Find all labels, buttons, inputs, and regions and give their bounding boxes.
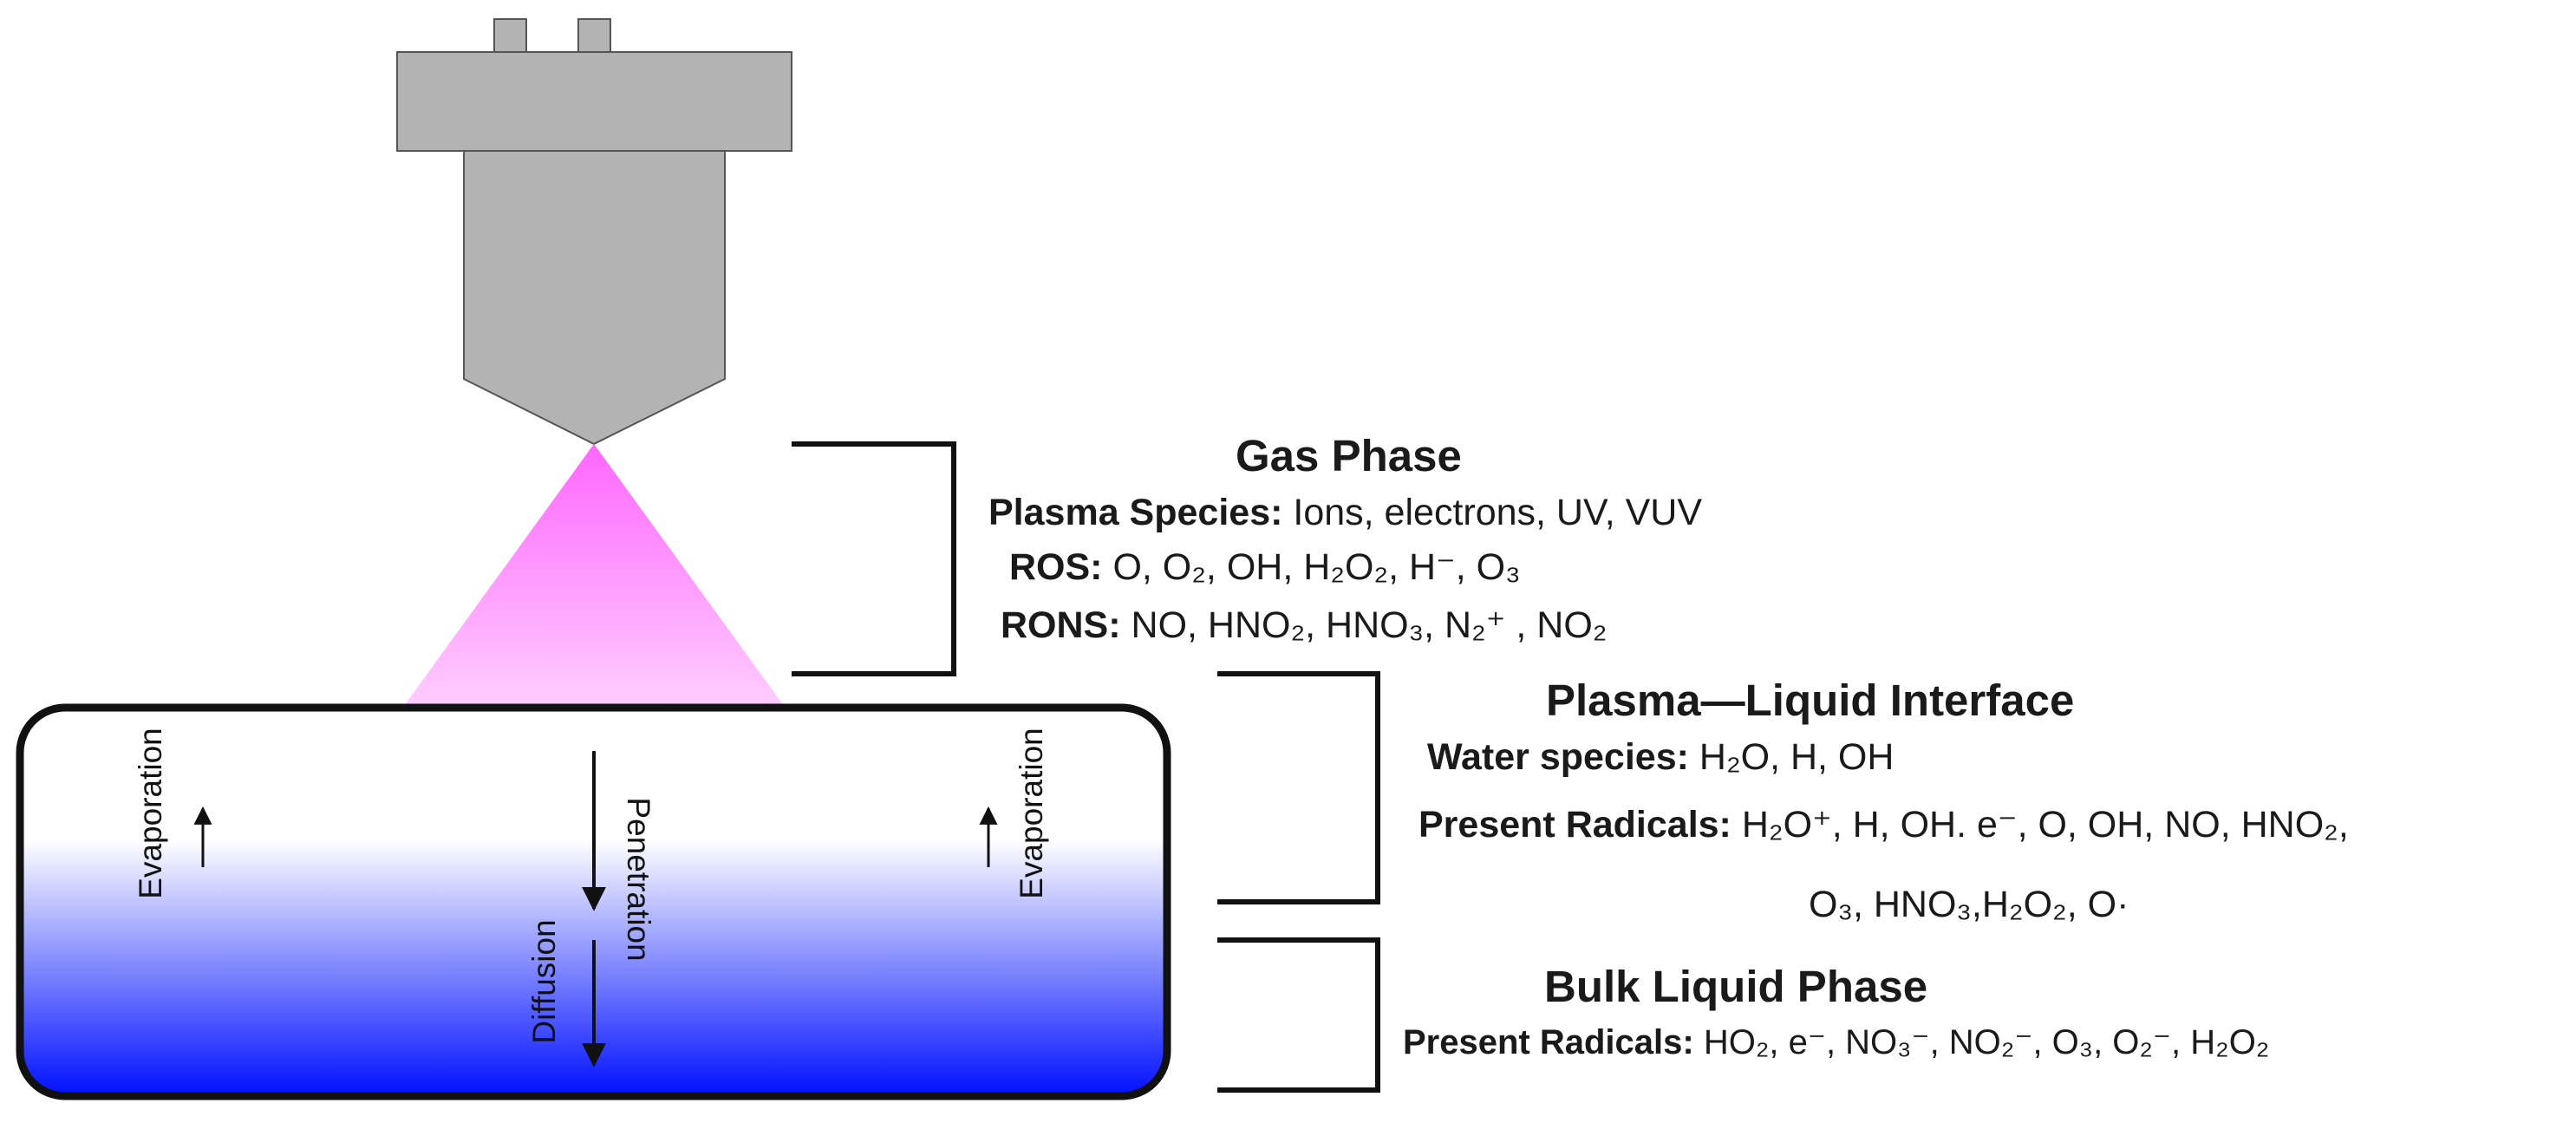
bulk-title: Bulk Liquid Phase xyxy=(1544,962,1928,1011)
interface-radicals-label: Present Radicals: xyxy=(1418,804,1731,846)
bulk-bracket xyxy=(1217,937,1380,1093)
gas-plasma-species-value: Ions, electrons, UV, VUV xyxy=(1293,492,1703,533)
gas-phase-title: Gas Phase xyxy=(1236,431,1462,480)
penetration-label: Penetration xyxy=(621,797,656,961)
gas-ros-value: O, O₂, OH, H₂O₂, H⁻, O₃ xyxy=(1112,546,1521,588)
interface-radicals-value: H₂O⁺, H, OH. e⁻, O, OH, NO, HNO₂, xyxy=(1741,804,2349,846)
gas-plasma-species-label: Plasma Species: xyxy=(988,492,1283,533)
bulk-radicals-label: Present Radicals: xyxy=(1403,1023,1694,1061)
gas-ros-label: ROS: xyxy=(1009,546,1103,588)
evaporation-label-left: Evaporation xyxy=(133,728,168,898)
nozzle-body xyxy=(463,150,726,446)
gas-phase-bracket xyxy=(792,441,956,676)
nozzle-pin-left xyxy=(493,18,527,55)
diffusion-label: Diffusion xyxy=(526,919,562,1043)
plasma-nozzle xyxy=(396,18,792,446)
interface-radicals-line: Present Radicals: H₂O⁺, H, OH. e⁻, O, OH… xyxy=(1418,806,2349,844)
interface-water-value: H₂O, H, OH xyxy=(1699,736,1895,778)
gas-rons-line: RONS: NO, HNO₂, HNO₃, N₂⁺ , NO₂ xyxy=(1001,607,1607,644)
gas-ros-line: ROS: O, O₂, OH, H₂O₂, H⁻, O₃ xyxy=(1009,549,1521,586)
interface-water-label: Water species: xyxy=(1427,736,1689,778)
evaporation-label-right: Evaporation xyxy=(1014,728,1049,898)
bulk-radicals-line: Present Radicals: HO₂, e⁻, NO₃⁻, NO₂⁻, O… xyxy=(1403,1025,2269,1060)
interface-bracket xyxy=(1217,671,1380,904)
gas-rons-label: RONS: xyxy=(1001,604,1121,646)
nozzle-pin-right xyxy=(577,18,611,55)
bulk-radicals-value: HO₂, e⁻, NO₃⁻, NO₂⁻, O₃, O₂⁻, H₂O₂ xyxy=(1703,1023,2270,1061)
interface-title: Plasma—Liquid Interface xyxy=(1546,676,2075,725)
nozzle-head xyxy=(396,51,792,152)
interface-water-line: Water species: H₂O, H, OH xyxy=(1427,739,1894,776)
interface-radicals-cont: O₃, HNO₃,H₂O₂, O· xyxy=(1809,884,2129,925)
gas-rons-value: NO, HNO₂, HNO₃, N₂⁺ , NO₂ xyxy=(1131,604,1608,646)
gas-plasma-species-line: Plasma Species: Ions, electrons, UV, VUV xyxy=(988,494,1702,532)
